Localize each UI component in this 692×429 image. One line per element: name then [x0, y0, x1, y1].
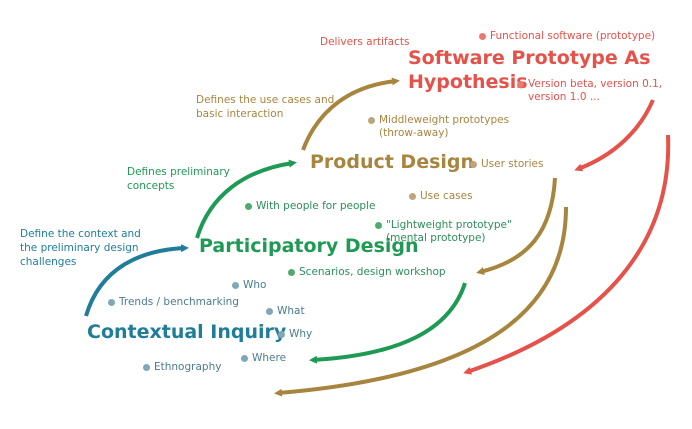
- bullet-dot: [368, 117, 375, 124]
- bullet-dot: [245, 203, 252, 210]
- bullet-dot: [143, 364, 150, 371]
- item-scenarios: Scenarios, design workshop: [288, 266, 446, 279]
- label-preliminary-concepts-2: concepts: [127, 180, 175, 192]
- item-version-beta: Version beta, version 0.1, version 1.0 .…: [517, 78, 662, 104]
- arrow-feedback-brown-1: [476, 177, 557, 275]
- label-define-context-1: Define the context and: [20, 228, 141, 240]
- label-preliminary-concepts-1: Defines preliminary: [127, 166, 230, 178]
- item-who: Who: [232, 279, 266, 292]
- label-define-context-3: challenges: [20, 256, 77, 268]
- bullet-dot: [375, 222, 382, 229]
- bullet-dot: [241, 355, 248, 362]
- stage-participatory-design: Participatory Design: [199, 235, 419, 257]
- arrow-feedback-red-1: [574, 99, 655, 172]
- item-why: Why: [278, 328, 312, 341]
- arrow-participatory-to-product: [195, 159, 297, 239]
- label-use-cases-1: Defines the use cases and: [196, 94, 335, 106]
- bullet-dot: [278, 331, 285, 338]
- arrow-contextual-to-participatory: [84, 244, 189, 317]
- bullet-dot: [108, 299, 115, 306]
- stage-prototype-line2: Hypothesis: [408, 71, 528, 93]
- item-ethnography: Ethnography: [143, 361, 221, 374]
- arrow-feedback-green: [309, 282, 467, 364]
- arrow-feedback-brown-2: [274, 206, 568, 397]
- bullet-dot: [409, 193, 416, 200]
- label-define-context-2: the preliminary design: [20, 242, 139, 254]
- bullet-dot: [517, 81, 524, 88]
- item-what: What: [266, 305, 305, 318]
- bullet-dot: [232, 282, 239, 289]
- bullet-dot: [288, 269, 295, 276]
- item-user-stories: User stories: [470, 158, 543, 171]
- label-use-cases-2: basic interaction: [196, 108, 284, 120]
- item-trends-benchmarking: Trends / benchmarking: [108, 296, 239, 309]
- arrow-product-to-prototype: [301, 77, 400, 151]
- item-middleweight-prototypes: Middleweight prototypes (throw-away): [368, 114, 509, 140]
- arrow-feedback-red-2: [463, 134, 671, 375]
- stage-product-design: Product Design: [310, 151, 475, 173]
- item-where: Where: [241, 352, 286, 365]
- label-delivers-artifacts: Delivers artifacts: [320, 36, 410, 48]
- item-use-cases: Use cases: [409, 190, 473, 203]
- stage-prototype-line1: Software Prototype As: [408, 47, 651, 69]
- bullet-dot: [479, 33, 486, 40]
- bullet-dot: [470, 161, 477, 168]
- bullet-dot: [266, 308, 273, 315]
- item-lightweight-prototype: "Lightweight prototype" (mental prototyp…: [375, 219, 512, 245]
- item-functional-software: Functional software (prototype): [479, 30, 655, 43]
- stage-contextual-inquiry: Contextual Inquiry: [87, 321, 287, 343]
- item-with-people: With people for people: [245, 200, 375, 213]
